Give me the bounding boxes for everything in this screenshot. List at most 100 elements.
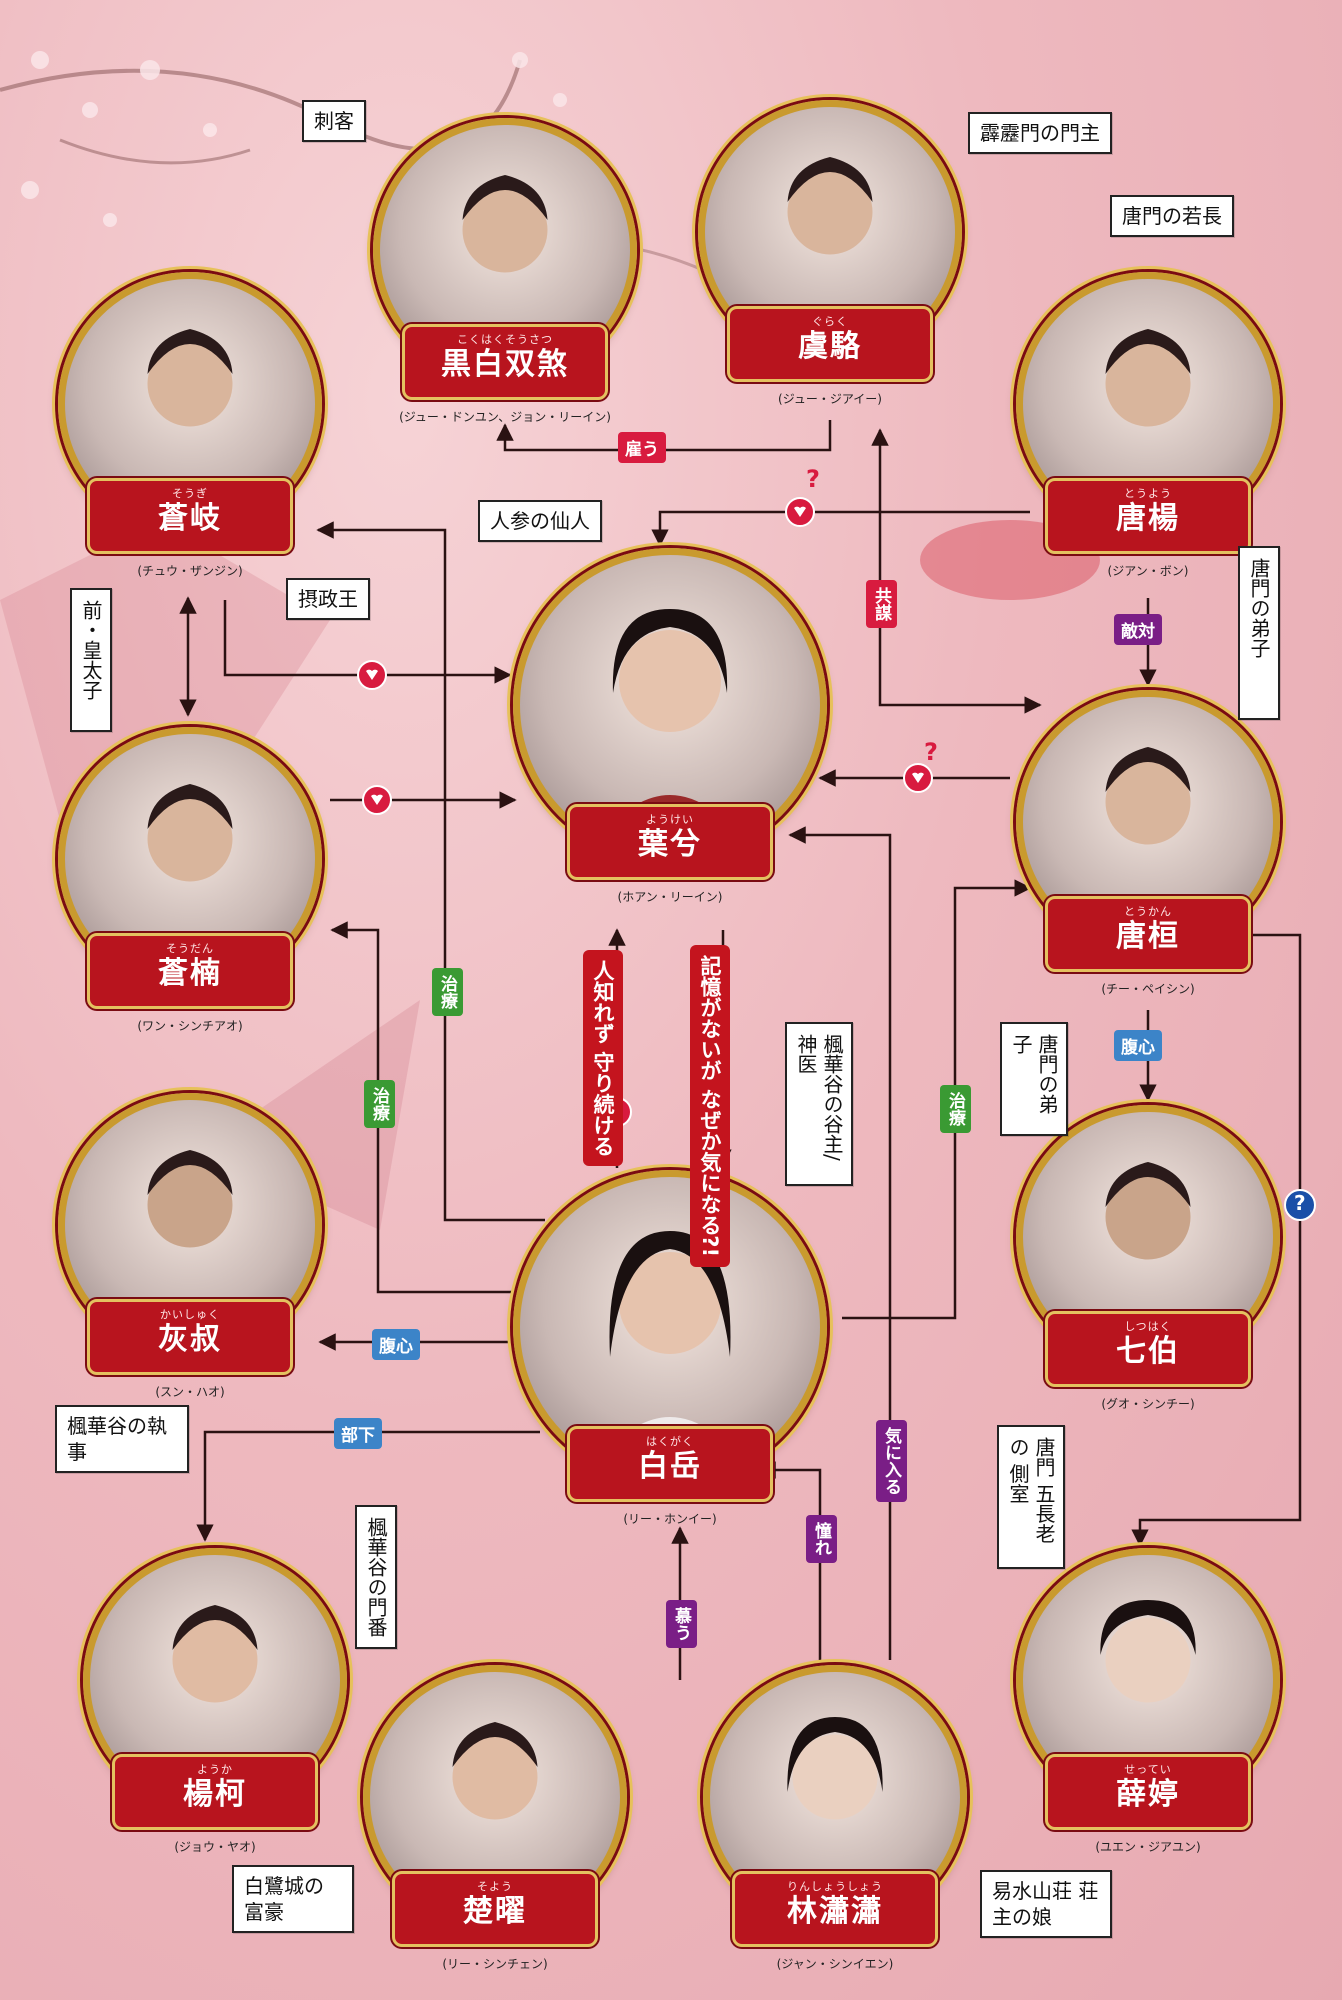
link-toukan-settei — [1131, 926, 1302, 1547]
rel-label-fukushin-b: 腹心 — [1114, 1030, 1162, 1061]
link-souki-youkei — [223, 600, 512, 684]
actor-name: (スン・ハオ) — [155, 1385, 225, 1399]
actor-name: (グオ・シンチー) — [1101, 1397, 1195, 1411]
name-ruby: そよう — [477, 1880, 513, 1893]
actor-name: (リー・ホンイー) — [623, 1512, 717, 1526]
name-plaque: そうだん 蒼楠 — [87, 933, 293, 1009]
callout-touyou: 唐門の若長 — [1110, 195, 1234, 237]
name-plaque: かいしゅく 灰叔 — [87, 1299, 293, 1375]
character-gu[interactable]: ぐらく 虞駱 (ジュー・ジアイー) — [685, 100, 975, 407]
rel-label-chiryou-b: 治療 — [364, 1080, 395, 1128]
character-name: 葉兮 — [638, 827, 702, 862]
callout-youka: 楓華谷の門番 — [355, 1505, 397, 1649]
callout-hakugaku: 楓華谷の谷主/神医 — [785, 1022, 853, 1186]
question-mark-touyou: ? — [806, 465, 820, 493]
name-ruby: ようけい — [646, 813, 694, 826]
rel-label-chiryou-a: 治療 — [432, 968, 463, 1016]
name-ruby: ようか — [197, 1763, 233, 1776]
name-ruby: こくはくそうさつ — [457, 333, 553, 346]
name-plaque: りんしょうしょう 林瀟瀟 — [732, 1871, 938, 1947]
name-ruby: とうかん — [1124, 905, 1172, 918]
callout-soudan: 前・皇太子 — [70, 588, 112, 732]
link-hakugaku-souki — [316, 521, 545, 1222]
link-buka — [196, 1430, 540, 1542]
character-soyou[interactable]: そよう 楚曜 (リー・シンチェン) — [350, 1665, 640, 1972]
name-ruby: はくがく — [646, 1435, 694, 1448]
actor-name: (ジョウ・ヤオ) — [174, 1840, 256, 1854]
name-plaque: とうかん 唐桓 — [1045, 896, 1251, 972]
name-plaque: そうぎ 蒼岐 — [87, 478, 293, 554]
character-settei[interactable]: せってい 薛婷 (ユエン・ジアユン) — [1003, 1548, 1293, 1855]
rel-label-shitau: 慕う — [666, 1600, 697, 1648]
character-kokubyaku[interactable]: こくはくそうさつ 黒白双煞 (ジュー・ドンユン、ジョン・リーイン) — [360, 118, 650, 425]
character-soudan[interactable]: そうだん 蒼楠 (ワン・シンチアオ) — [45, 727, 335, 1034]
link-kyoubou — [871, 428, 1042, 714]
actor-name: (ジュー・ドンユン、ジョン・リーイン) — [399, 410, 611, 424]
character-name: 白岳 — [638, 1449, 702, 1484]
actor-name: (ジュー・ジアイー) — [778, 392, 882, 406]
actor-name: (ユエン・ジアユン) — [1095, 1840, 1201, 1854]
name-plaque: はくがく 白岳 — [567, 1426, 773, 1502]
character-name: 黒白双煞 — [441, 347, 569, 382]
character-name: 七伯 — [1116, 1334, 1180, 1369]
character-name: 楚曜 — [463, 1894, 527, 1929]
character-toukan[interactable]: とうかん 唐桓 (チー・ペイシン) — [1003, 690, 1293, 997]
character-name: 楊柯 — [183, 1777, 247, 1812]
name-plaque: とうよう 唐楊 — [1045, 478, 1251, 554]
name-plaque: こくはくそうさつ 黒白双煞 — [402, 324, 608, 400]
question-mark-settei: ? — [1294, 1191, 1306, 1215]
character-name: 蒼楠 — [158, 956, 222, 991]
callout-soyou: 白鷺城の富豪 — [232, 1865, 354, 1933]
character-youka[interactable]: ようか 楊柯 (ジョウ・ヤオ) — [70, 1548, 360, 1855]
name-plaque: しつはく 七伯 — [1045, 1311, 1251, 1387]
name-ruby: とうよう — [1124, 487, 1172, 500]
link-touyou-youkei — [651, 510, 1030, 547]
callout-youkei: 人参の仙人 — [478, 500, 602, 542]
name-ruby: かいしゅく — [160, 1308, 220, 1321]
name-ruby: せってい — [1124, 1763, 1172, 1776]
callout-kaishuku: 楓華谷の執事 — [55, 1405, 189, 1473]
actor-name: (リー・シンチェン) — [442, 1957, 548, 1971]
actor-name: (ジアン・ボン) — [1107, 564, 1189, 578]
callout-shichihaku: 唐門の弟子 — [1000, 1022, 1068, 1136]
character-name: 林瀟瀟 — [787, 1894, 883, 1929]
character-youkei[interactable]: ようけい 葉兮 (ホアン・リーイン) — [500, 548, 840, 905]
link-hakugaku-soudan — [330, 921, 515, 1294]
actor-name: (ジャン・シンイエン) — [776, 1957, 894, 1971]
actor-name: (チー・ペイシン) — [1101, 982, 1195, 996]
character-kaishuku[interactable]: かいしゅく 灰叔 (スン・ハオ) — [45, 1093, 335, 1400]
character-touyou[interactable]: とうよう 唐楊 (ジアン・ボン) — [1003, 272, 1293, 579]
character-name: 蒼岐 — [158, 501, 222, 536]
name-ruby: そうだん — [166, 942, 214, 955]
rel-label-akogare: 憧れ — [806, 1515, 837, 1563]
character-name: 唐桓 — [1116, 919, 1180, 954]
character-rinshou[interactable]: りんしょうしょう 林瀟瀟 (ジャン・シンイエン) — [690, 1665, 980, 1972]
name-ruby: ぐらく — [812, 315, 848, 328]
rel-label-kioku: 記憶がないが なぜか気になる?! — [690, 945, 730, 1268]
link-gu-kokubyaku — [496, 420, 832, 452]
character-name: 虞駱 — [798, 329, 862, 364]
actor-name: (チュウ・ザンジン) — [137, 564, 243, 578]
callout-settei: 唐門 五長老の 側室 — [997, 1425, 1065, 1569]
name-ruby: しつはく — [1124, 1320, 1172, 1333]
link-kininaru — [788, 826, 892, 1660]
name-plaque: せってい 薛婷 — [1045, 1754, 1251, 1830]
rel-label-buka: 部下 — [334, 1418, 382, 1449]
callout-gu: 霹靂門の門主 — [968, 112, 1112, 154]
name-plaque: ぐらく 虞駱 — [727, 306, 933, 382]
rel-label-kininaru: 気に入る — [876, 1420, 907, 1502]
callout-souki: 摂政王 — [286, 578, 370, 620]
rel-label-yatou: 雇う — [618, 432, 666, 463]
callout-rinshou: 易水山荘 荘主の娘 — [980, 1870, 1112, 1938]
rel-label-tekitai: 敵対 — [1114, 614, 1162, 645]
name-plaque: そよう 楚曜 — [392, 1871, 598, 1947]
character-hakugaku[interactable]: はくがく 白岳 (リー・ホンイー) — [500, 1170, 840, 1527]
character-name: 薛婷 — [1116, 1777, 1180, 1812]
character-shichihaku[interactable]: しつはく 七伯 (グオ・シンチー) — [1003, 1105, 1293, 1412]
callout-toukan: 唐門の弟子 — [1238, 546, 1280, 720]
character-souki[interactable]: そうぎ 蒼岐 (チュウ・ザンジン) — [45, 272, 335, 579]
rel-label-chiryou-c: 治療 — [940, 1085, 971, 1133]
rel-label-fukushin-a: 腹心 — [372, 1329, 420, 1360]
rel-label-hitoshirezu: 人知れず 守り続ける — [583, 950, 623, 1167]
